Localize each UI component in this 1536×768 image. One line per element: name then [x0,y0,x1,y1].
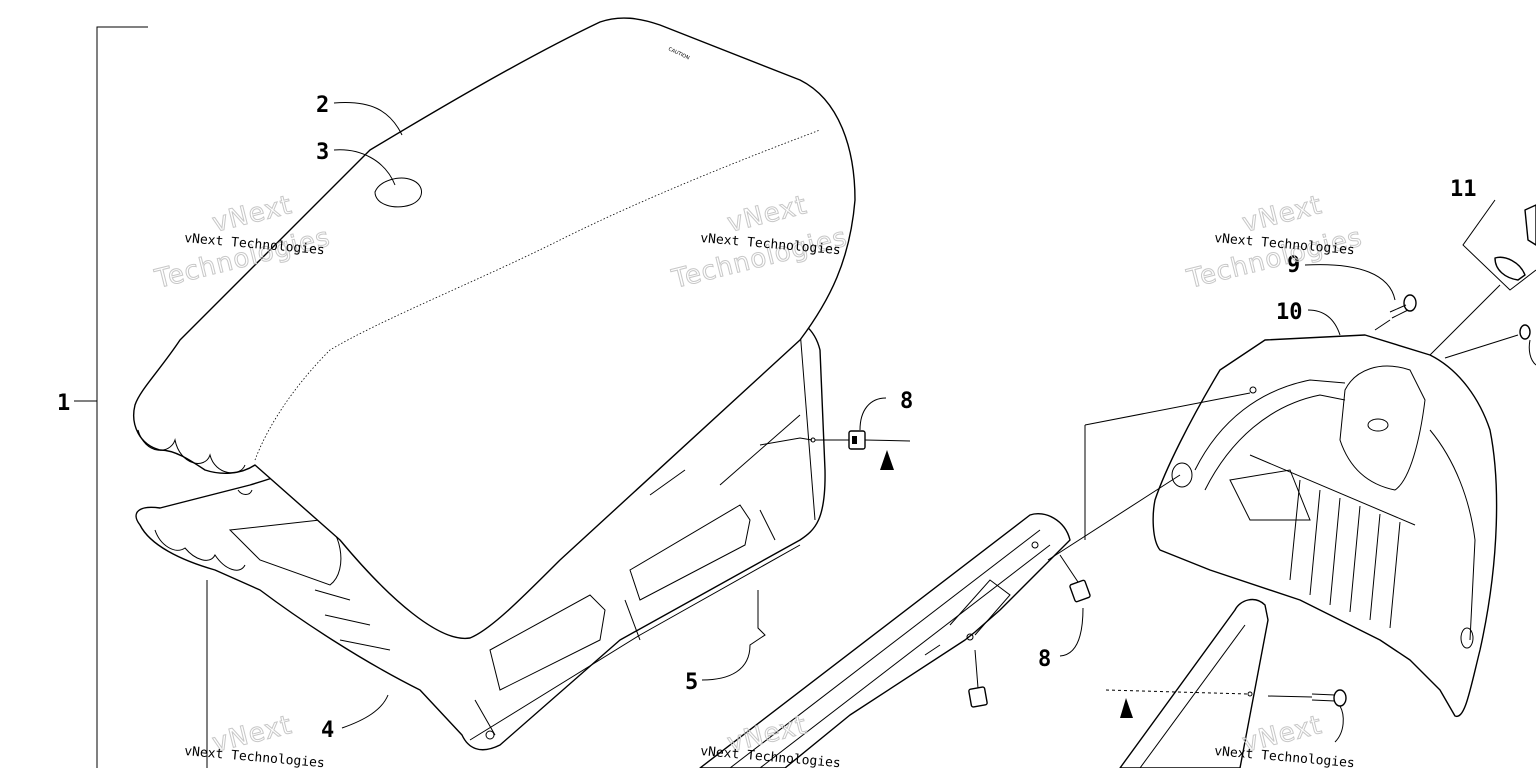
watermark-bottom-left: vNext vNext Technologies [184,710,326,768]
callout-10: 10 [1276,300,1303,325]
arrow-up-icon [880,450,894,470]
side-rail [699,425,1086,768]
watermark-top-right: Technologies vNext vNext Technologies [1183,190,1366,296]
callout-9: 9 [1287,253,1300,278]
assembly-bracket [74,26,148,768]
latch-part-11 [1429,199,1536,366]
callout-3: 3 [316,140,329,165]
watermark-big-text: Technologies [1183,222,1365,295]
watermark-outline-text: vNext [1239,190,1325,239]
callout-5: 5 [685,670,698,695]
callout-4: 4 [321,718,334,743]
clip-part-8-lower [968,554,1091,708]
callout-2: 2 [316,93,329,118]
callout-labels: 1 2 3 4 5 8 8 9 10 11 [57,93,1477,743]
callout-11: 11 [1450,177,1477,202]
screw-part-9 [1374,294,1417,331]
callout-8-lower: 8 [1038,647,1051,672]
callout-leaders [206,101,1396,768]
arrow-up-icon [1120,698,1133,718]
watermark-outline-text: vNext [209,190,295,239]
seat-cover: CAUTION [133,17,856,640]
side-panel-lower [1105,598,1347,768]
clip-part-8-upper [810,430,911,470]
callout-8-upper: 8 [900,389,913,414]
rear-tail-section [1047,334,1498,717]
callout-1: 1 [57,391,70,416]
